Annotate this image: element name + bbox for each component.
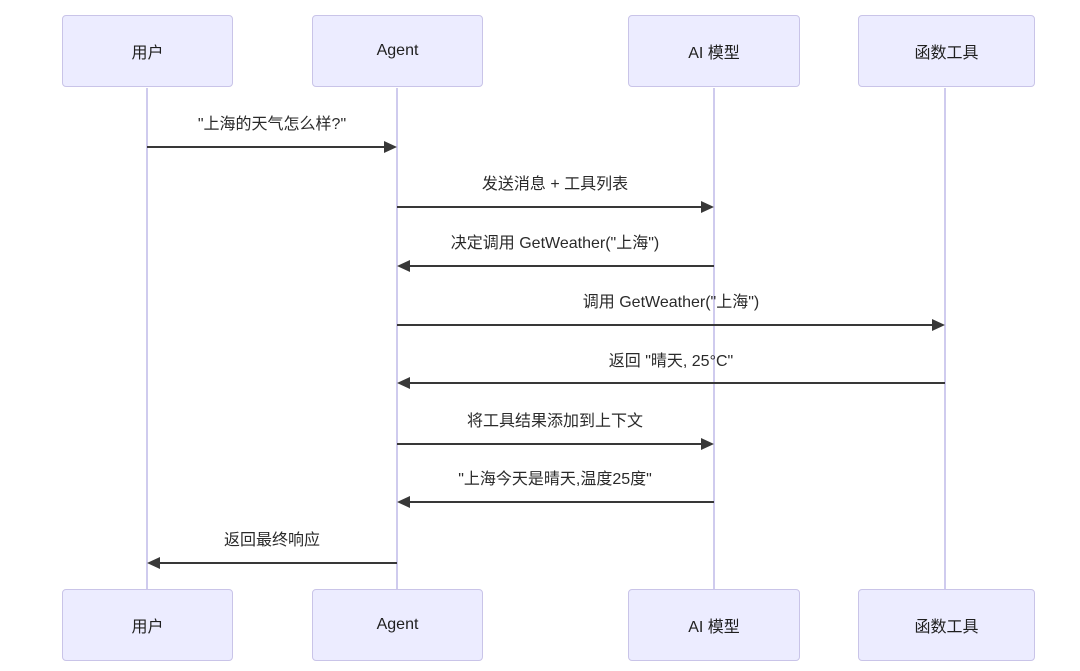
actor-bottom-user: 用户 xyxy=(62,589,233,661)
message-label-4: 调用 GetWeather("上海") xyxy=(582,294,760,311)
lifeline-model xyxy=(713,88,715,589)
arrowhead-left-icon xyxy=(147,557,160,569)
message-label-8: 返回最终响应 xyxy=(223,532,320,549)
message-label-5: 返回 "晴天, 25°C" xyxy=(608,353,734,370)
arrowhead-left-icon xyxy=(397,260,410,272)
message-line-8 xyxy=(160,562,397,564)
actor-bottom-tools: 函数工具 xyxy=(858,589,1035,661)
message-label-6: 将工具结果添加到上下文 xyxy=(466,413,643,430)
arrowhead-right-icon xyxy=(701,201,714,213)
arrowhead-left-icon xyxy=(397,377,410,389)
actor-top-tools: 函数工具 xyxy=(858,15,1035,87)
message-line-3 xyxy=(410,265,714,267)
lifeline-tools xyxy=(944,88,946,589)
actor-bottom-agent: Agent xyxy=(312,589,483,661)
actor-top-model: AI 模型 xyxy=(628,15,800,87)
message-label-2: 发送消息 + 工具列表 xyxy=(481,176,629,193)
message-label-1: "上海的天气怎么样?" xyxy=(197,116,347,133)
arrowhead-left-icon xyxy=(397,496,410,508)
message-label-3: 决定调用 GetWeather("上海") xyxy=(450,235,660,252)
arrowhead-right-icon xyxy=(701,438,714,450)
message-label-7: "上海今天是晴天,温度25度" xyxy=(458,471,652,488)
message-line-2 xyxy=(397,206,701,208)
lifeline-agent xyxy=(396,88,398,589)
message-line-4 xyxy=(397,324,932,326)
actor-top-user: 用户 xyxy=(62,15,233,87)
message-line-7 xyxy=(410,501,714,503)
arrowhead-right-icon xyxy=(384,141,397,153)
message-line-1 xyxy=(147,146,384,148)
arrowhead-right-icon xyxy=(932,319,945,331)
actor-bottom-model: AI 模型 xyxy=(628,589,800,661)
message-line-5 xyxy=(410,382,945,384)
actor-top-agent: Agent xyxy=(312,15,483,87)
message-line-6 xyxy=(397,443,701,445)
lifeline-user xyxy=(146,88,148,589)
